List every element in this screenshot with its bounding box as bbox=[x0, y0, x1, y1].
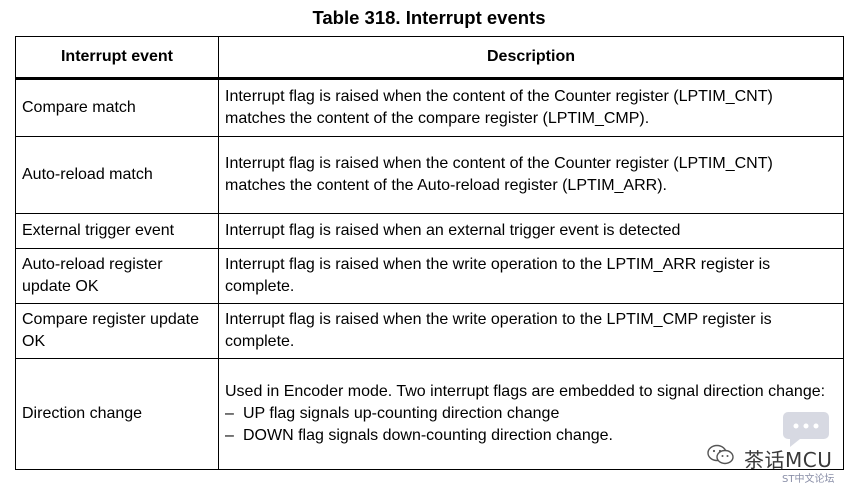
description-cell: Interrupt flag is raised when the write … bbox=[218, 303, 844, 359]
table-row: Auto-reload register update OK Interrupt… bbox=[15, 248, 844, 304]
description-cell: Interrupt flag is raised when the conten… bbox=[218, 78, 844, 137]
description-text: Used in Encoder mode. Two interrupt flag… bbox=[225, 383, 826, 400]
bullet-item: –DOWN flag signals down-counting directi… bbox=[225, 427, 613, 444]
table-row: Compare match Interrupt flag is raised w… bbox=[15, 78, 844, 137]
description-cell: Interrupt flag is raised when the write … bbox=[218, 248, 844, 304]
header-interrupt-event: Interrupt event bbox=[15, 36, 219, 80]
watermark-subtext: ST中文论坛 bbox=[782, 474, 835, 485]
table-row: Compare register update OK Interrupt fla… bbox=[15, 303, 844, 359]
wechat-icon bbox=[707, 444, 734, 465]
description-cell: Used in Encoder mode. Two interrupt flag… bbox=[218, 358, 844, 470]
chat-bubble-icon bbox=[783, 412, 829, 447]
table-row: External trigger event Interrupt flag is… bbox=[15, 213, 844, 249]
bullet-text: DOWN flag signals down-counting directio… bbox=[243, 427, 613, 444]
description-cell: Interrupt flag is raised when the conten… bbox=[218, 136, 844, 214]
table-row: Direction change Used in Encoder mode. T… bbox=[15, 358, 844, 470]
table-header-row: Interrupt event Description bbox=[15, 36, 844, 80]
event-cell: Auto-reload match bbox=[15, 136, 219, 214]
bullet-text: UP flag signals up-counting direction ch… bbox=[243, 405, 560, 422]
header-description: Description bbox=[218, 36, 844, 80]
table-title: Table 318. Interrupt events bbox=[312, 7, 546, 28]
description-cell: Interrupt flag is raised when an externa… bbox=[218, 213, 844, 249]
event-cell: Compare register update OK bbox=[15, 303, 219, 359]
event-cell: Compare match bbox=[15, 78, 219, 137]
table-row: Auto-reload match Interrupt flag is rais… bbox=[15, 136, 844, 214]
event-cell: External trigger event bbox=[15, 213, 219, 249]
watermark-text: 茶话MCU bbox=[744, 448, 833, 472]
event-cell: Direction change bbox=[15, 358, 219, 470]
bullet-item: –UP flag signals up-counting direction c… bbox=[225, 405, 560, 422]
event-cell: Auto-reload register update OK bbox=[15, 248, 219, 304]
interrupt-events-table: Interrupt event Description Compare matc… bbox=[15, 36, 844, 470]
